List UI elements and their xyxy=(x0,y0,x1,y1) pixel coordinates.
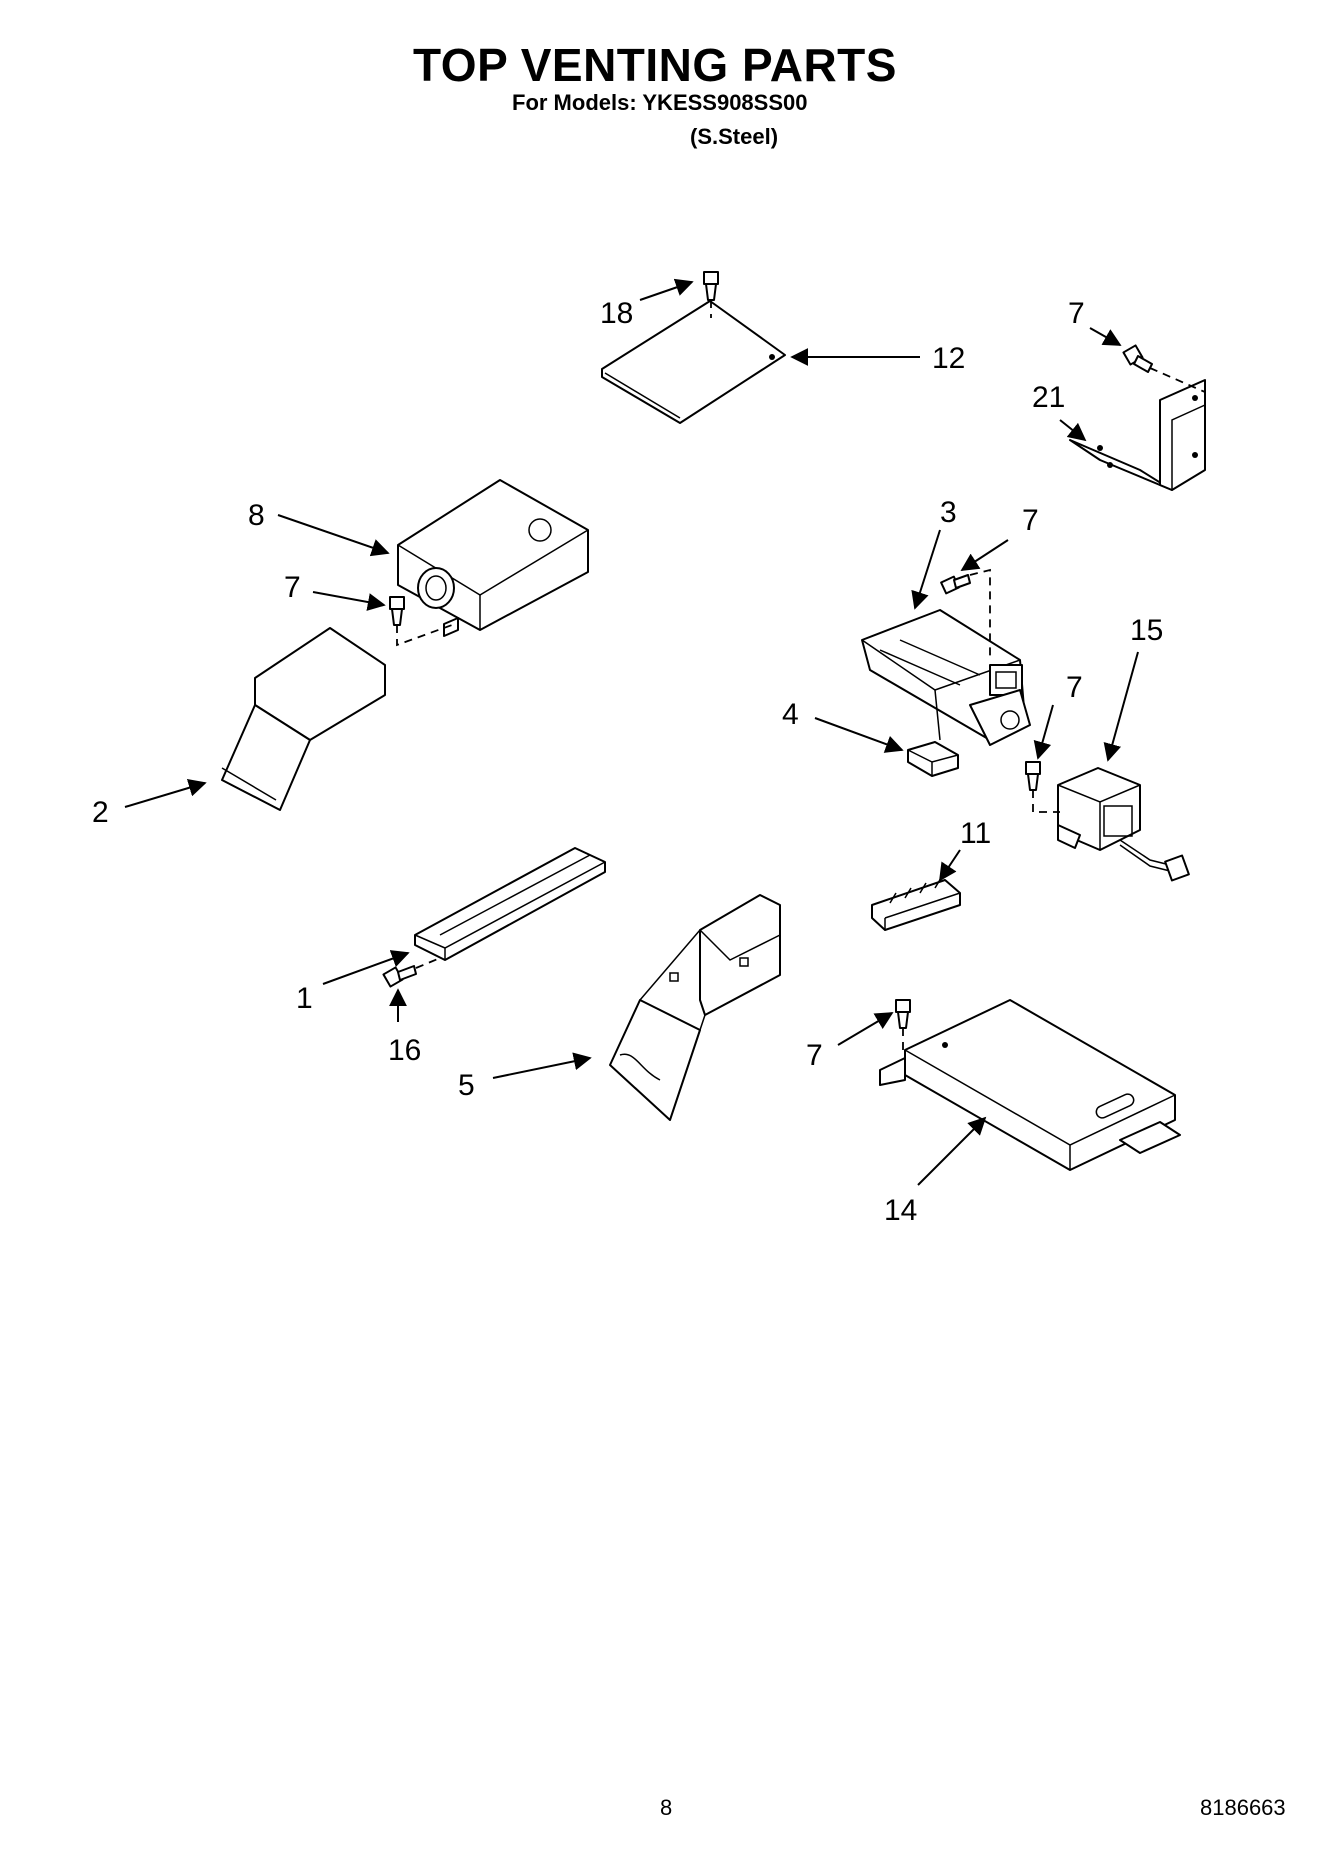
part-2-duct xyxy=(221,627,386,811)
models-line: For Models: YKESS908SS00 xyxy=(512,90,808,115)
part-1-channel xyxy=(414,847,606,961)
callout-8: 8 xyxy=(248,499,265,532)
callout-12: 12 xyxy=(932,342,965,375)
part-7-screw-top-right xyxy=(1122,344,1206,393)
part-15-transformer xyxy=(1057,767,1190,882)
part-11-terminal-block xyxy=(871,877,961,931)
leader-lines xyxy=(124,278,1139,1186)
part-16-screw xyxy=(382,957,441,988)
part-5-duct-bracket xyxy=(609,894,781,1121)
page-number: 8 xyxy=(660,1795,673,1820)
callout-11: 11 xyxy=(960,817,991,850)
callout-18: 18 xyxy=(600,297,633,330)
part-21-bracket xyxy=(1069,379,1206,491)
callout-15: 15 xyxy=(1130,614,1163,647)
callout-21: 21 xyxy=(1032,381,1065,414)
callout-7-control: 7 xyxy=(1022,504,1039,537)
callout-7-left: 7 xyxy=(284,571,301,604)
part-18-screw xyxy=(703,271,719,318)
part-3-control-assembly xyxy=(861,609,1031,746)
callout-7-base: 7 xyxy=(806,1039,823,1072)
callout-16: 16 xyxy=(388,1034,421,1067)
part-7-screw-left xyxy=(389,596,453,647)
part-7-screw-base xyxy=(895,999,911,1050)
callout-1: 1 xyxy=(296,982,313,1015)
callout-14: 14 xyxy=(884,1194,917,1227)
callout-4: 4 xyxy=(782,698,799,731)
callout-5: 5 xyxy=(458,1069,475,1102)
part-7-screw-transformer xyxy=(1025,761,1060,813)
part-7-screw-control xyxy=(940,568,991,660)
part-14-base-plate xyxy=(879,999,1181,1171)
callout-3: 3 xyxy=(940,496,957,529)
part-4-block xyxy=(907,741,959,777)
part-8-housing-box xyxy=(397,479,589,637)
finish-line: (S.Steel) xyxy=(690,124,779,149)
page-title: TOP VENTING PARTS xyxy=(413,39,897,91)
callout-7-top-right: 7 xyxy=(1068,297,1085,330)
callout-2: 2 xyxy=(92,796,109,829)
document-number: 8186663 xyxy=(1200,1795,1286,1820)
callout-7-transformer: 7 xyxy=(1066,671,1083,704)
part-12-cover-plate xyxy=(601,300,786,424)
